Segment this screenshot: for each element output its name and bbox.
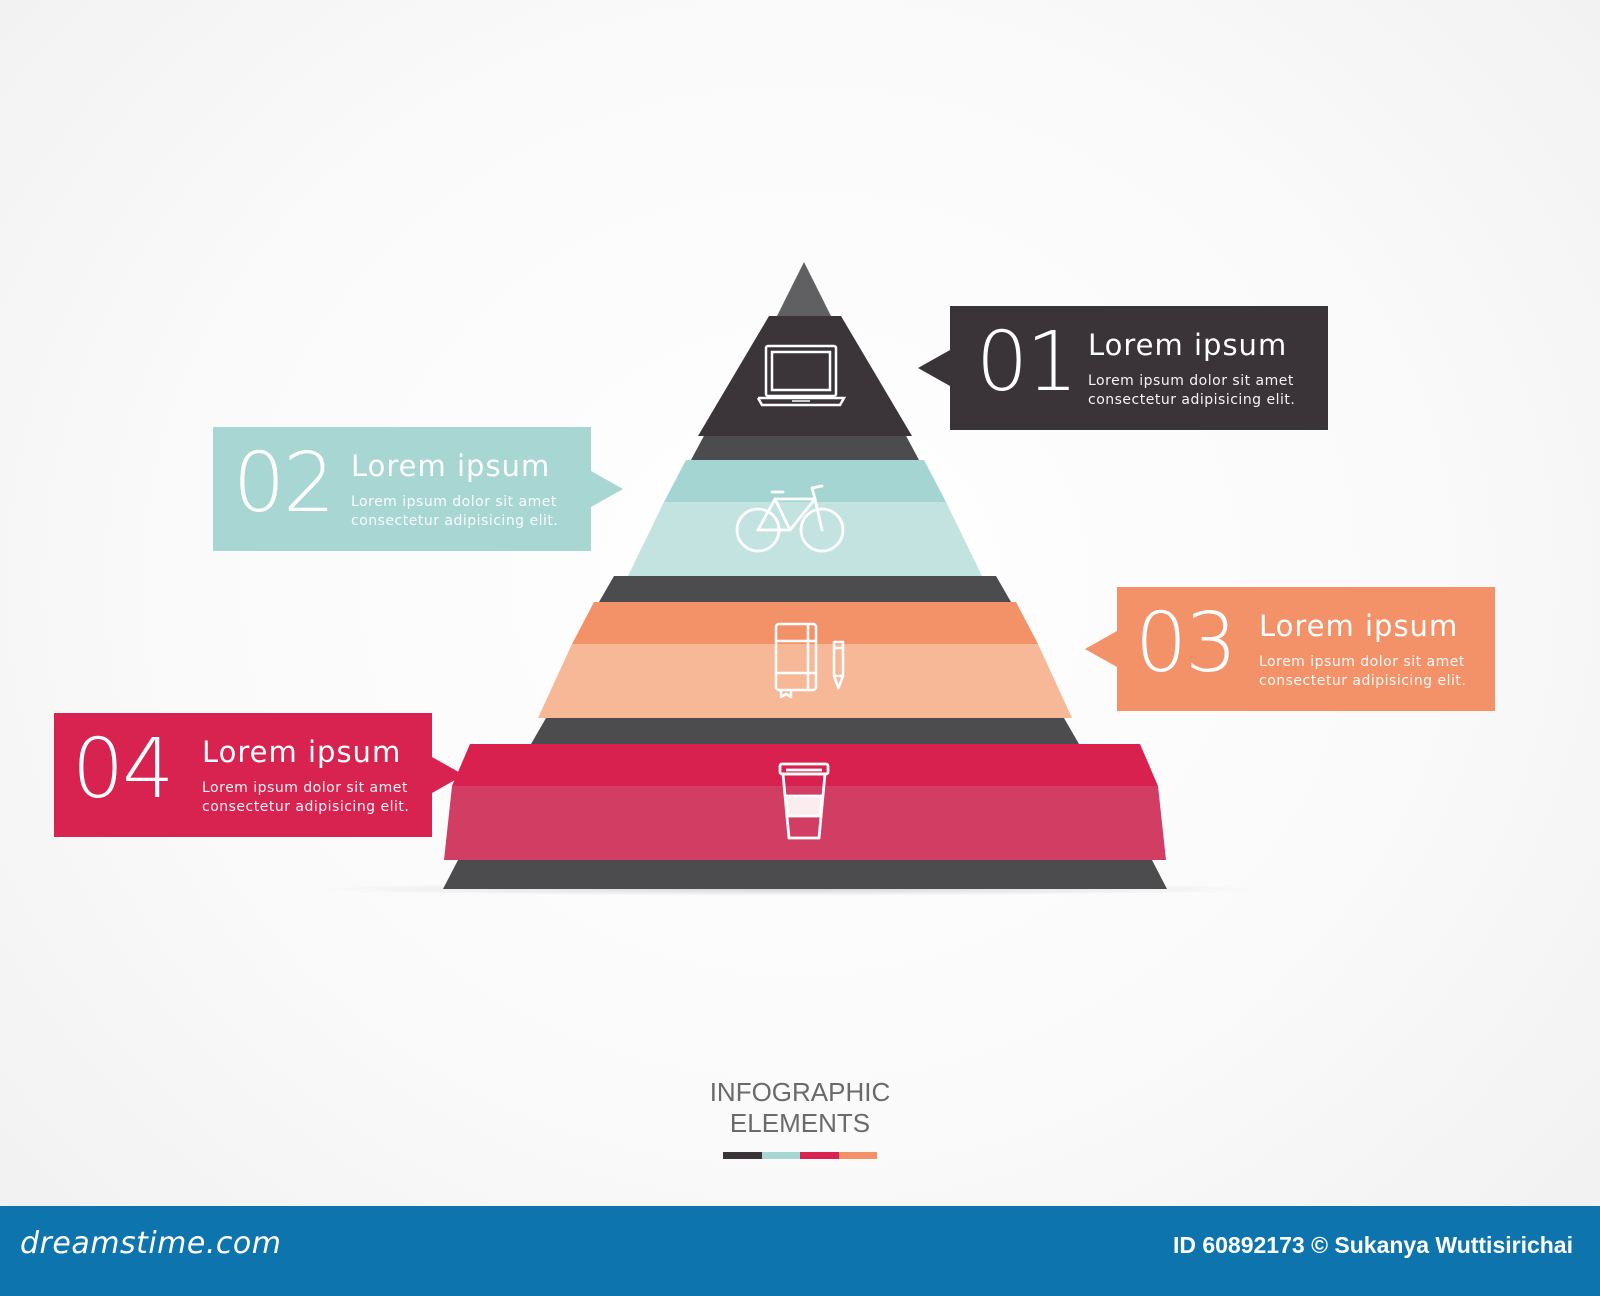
bicycle-icon [735,484,845,553]
coffee-cup-icon [778,762,830,840]
callout-01-heading: Lorem ipsum [1088,328,1288,362]
callout-04-pointer [432,757,464,793]
pyramid-level-2 [628,460,982,576]
pyramid-separator-1 [691,432,919,460]
callout-03: 03 Lorem ipsum Lorem ipsum dolor sit ame… [1117,587,1495,711]
callout-03-line-2: consectetur adipisicing elit. [1259,673,1467,689]
watermark-bar: dreamstime.com ID 60892173 © Sukanya Wut… [0,1206,1600,1296]
callout-04-heading: Lorem ipsum [202,735,402,769]
color-swatches [723,1152,877,1159]
pyramid-separator-2 [599,576,1011,602]
callout-04-line-1: Lorem ipsum dolor sit amet [202,780,408,796]
callout-03-pointer [1085,631,1117,667]
callout-02-heading: Lorem ipsum [351,449,551,483]
watermark-brand: dreamstime.com [20,1226,282,1261]
callout-02: 02 Lorem ipsum Lorem ipsum dolor sit ame… [213,427,591,551]
callout-04-description: Lorem ipsum dolor sit amet consectetur a… [202,779,409,817]
laptop-icon [756,344,847,407]
callout-02-line-2: consectetur adipisicing elit. [351,513,559,529]
callout-01-number: 01 [976,315,1078,410]
callout-01-line-2: consectetur adipisicing elit. [1088,392,1296,408]
title-line-1: INFOGRAPHIC [709,1077,891,1107]
pyramid-diagram [310,262,1270,896]
pyramid-tip [777,262,831,316]
callout-04-line-2: consectetur adipisicing elit. [202,799,410,815]
callout-02-number: 02 [233,436,335,531]
callout-02-description: Lorem ipsum dolor sit amet consectetur a… [351,493,558,531]
callout-03-heading: Lorem ipsum [1259,609,1459,643]
callout-01-line-1: Lorem ipsum dolor sit amet [1088,373,1294,389]
notebook-pencil-icon [774,622,845,699]
image-credit: ID 60892173 © Sukanya Wuttisirichai [1172,1232,1573,1258]
callout-01-pointer [918,350,950,386]
callout-01-description: Lorem ipsum dolor sit amet consectetur a… [1088,372,1295,410]
callout-02-line-1: Lorem ipsum dolor sit amet [351,494,557,510]
callout-02-pointer [591,471,623,507]
pyramid-separator-4 [443,860,1167,889]
swatch-4 [838,1152,877,1159]
callout-03-number: 03 [1135,596,1237,691]
pyramid-level-1 [698,316,912,436]
pyramid-separator-3 [531,718,1079,744]
swatch-3 [800,1152,839,1159]
callout-01: 01 Lorem ipsum Lorem ipsum dolor sit ame… [950,306,1328,430]
swatch-2 [761,1152,800,1159]
callout-03-line-1: Lorem ipsum dolor sit amet [1259,654,1465,670]
swatch-1 [723,1152,762,1159]
callout-04-number: 04 [72,722,174,817]
infographic-title: INFOGRAPHIC ELEMENTS [650,1077,950,1139]
callout-04: 04 Lorem ipsum Lorem ipsum dolor sit ame… [54,713,432,837]
pyramid-level-3 [538,602,1072,718]
title-line-2: ELEMENTS [729,1108,871,1138]
callout-03-description: Lorem ipsum dolor sit amet consectetur a… [1259,653,1466,691]
